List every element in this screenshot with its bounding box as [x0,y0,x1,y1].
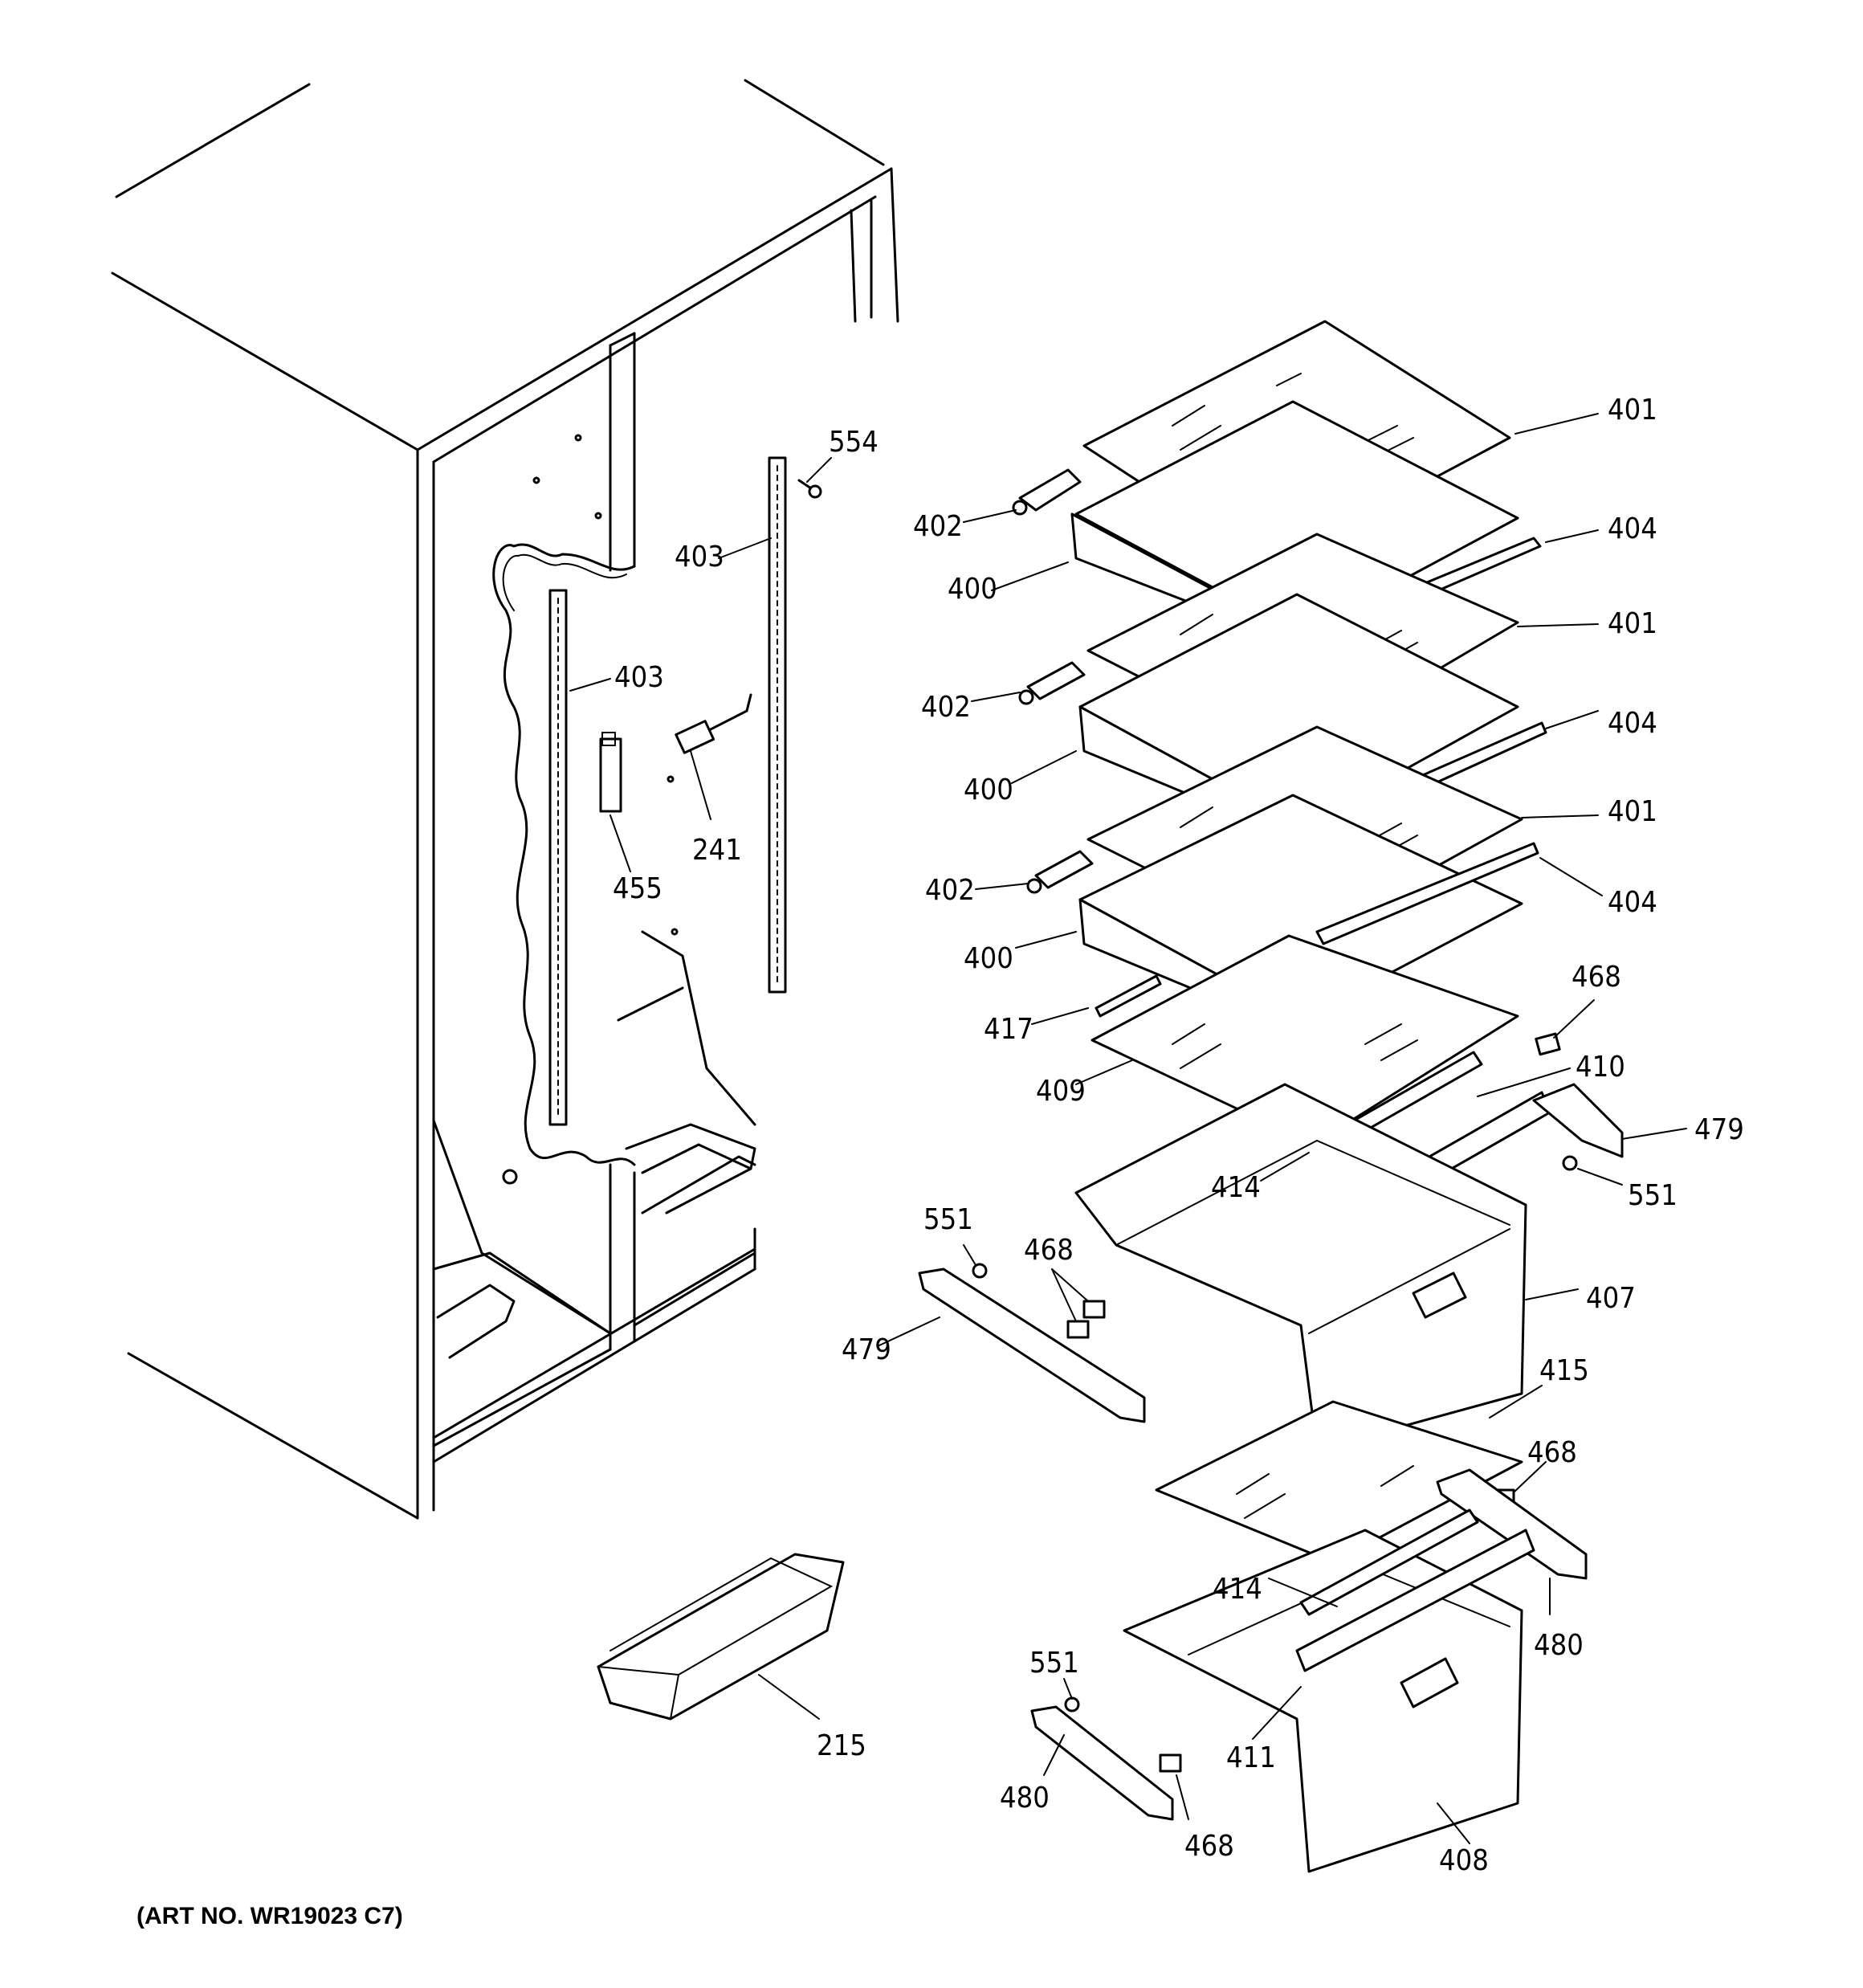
refrigerator-cabinet [111,79,899,1520]
glass-cover-415 [1155,1400,1523,1564]
slide-rail-480-right [1436,1468,1588,1580]
tab-468-bottom [1159,1753,1182,1773]
storage-bin-215 [597,1553,845,1721]
callout-409: 409 [1036,1075,1086,1108]
callout-468d: 468 [1184,1830,1234,1863]
slide-rail-479-right [1532,1083,1624,1158]
crisper-drawer-407 [1074,1083,1527,1451]
callout-400a: 400 [948,573,997,606]
callout-410: 410 [1576,1051,1625,1084]
leader-lines [569,413,1687,1844]
callout-411: 411 [1226,1741,1276,1774]
callout-414a: 414 [1211,1171,1261,1204]
callout-402a: 402 [913,510,963,543]
clip-455 [599,732,622,813]
callout-404b: 404 [1608,707,1657,740]
callout-455: 455 [613,872,662,905]
callout-414b: 414 [1213,1573,1262,1606]
callout-554: 554 [829,426,879,459]
callout-408: 408 [1439,1844,1489,1877]
callout-407: 407 [1586,1282,1636,1315]
callout-551a: 551 [1628,1179,1678,1212]
callout-402c: 402 [925,874,975,907]
callout-400b: 400 [964,774,1013,806]
callout-402b: 402 [921,691,971,724]
callout-403a: 403 [675,541,724,574]
shelf-assembly-lower [1026,725,1539,1034]
tab-468-middle-left [1082,1300,1106,1319]
tab-468-middle-left-2 [1066,1320,1090,1339]
screw-551-bottom [1064,1696,1080,1712]
slide-rail-480-left [1030,1705,1174,1821]
callout-468c: 468 [1527,1436,1577,1469]
callout-551c: 551 [1029,1647,1079,1680]
shelf-rail-right-403 [768,456,787,994]
callout-403b: 403 [614,661,664,694]
callout-404c: 404 [1608,886,1657,919]
callout-480b: 480 [1000,1782,1050,1815]
screw-551-left [972,1263,988,1279]
callout-551b: 551 [923,1203,973,1236]
slide-rail-479-left [918,1268,1146,1423]
callout-479a: 479 [1694,1113,1744,1146]
screw-554 [797,479,822,499]
tab-468-upper-right [1535,1032,1561,1056]
callout-401a: 401 [1608,394,1657,427]
callout-400c: 400 [964,942,1013,975]
callout-404a: 404 [1608,512,1657,545]
callout-241: 241 [692,834,742,867]
callout-401c: 401 [1608,795,1657,828]
shelf-rail-left-403 [548,589,568,1126]
callout-labels: 401 402 400 404 401 402 400 404 401 402 … [613,394,1744,1877]
callout-468b: 468 [1024,1234,1074,1267]
callout-215: 215 [817,1729,866,1762]
crisper-drawer-408 [1123,1508,1535,1873]
callout-417: 417 [984,1013,1033,1046]
callout-401b: 401 [1608,607,1657,640]
screw-551-right [1562,1155,1578,1171]
callout-480a: 480 [1534,1629,1584,1662]
callout-415: 415 [1539,1354,1589,1387]
callout-479b: 479 [842,1333,891,1366]
pin-241 [675,693,752,754]
art-number: (ART NO. WR19023 C7) [137,1903,403,1929]
callout-468a: 468 [1572,961,1621,994]
